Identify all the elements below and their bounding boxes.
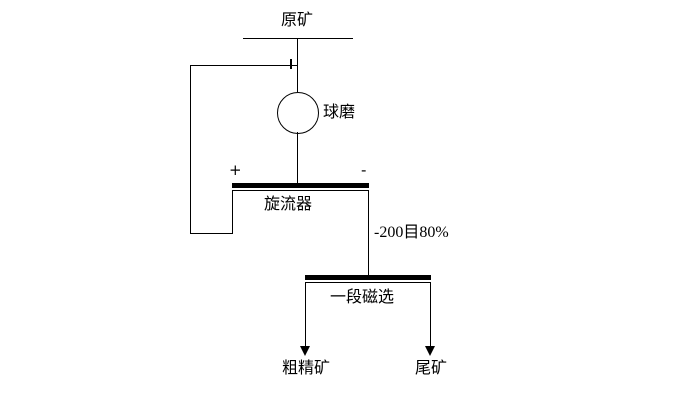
coarse-concentrate-label: 粗精矿 [281, 360, 330, 377]
raw-ore-label: 原矿 [280, 12, 313, 29]
mill-discharge-line [297, 132, 298, 184]
junction-tick [290, 59, 292, 69]
tailings-label: 尾矿 [414, 360, 447, 377]
recycle-line-bottom [190, 233, 233, 234]
ball-mill-symbol [277, 92, 319, 134]
concentrate-line [305, 283, 306, 347]
recycle-line-riser [232, 191, 233, 234]
magnetic-separator-symbol-bar [305, 275, 431, 280]
cyclone-underflow-sign: + [229, 161, 242, 179]
tailings-arrow-icon [425, 346, 435, 356]
cyclone-label: 旋流器 [264, 196, 313, 213]
recycle-line-top [190, 65, 298, 66]
concentrate-arrow-icon [300, 346, 310, 356]
ball-mill-label: 球磨 [323, 104, 356, 121]
cyclone-symbol-bar [232, 183, 369, 188]
tailings-line [430, 283, 431, 347]
magnetic-separator-symbol-underline [305, 282, 431, 283]
cyclone-overflow-sign: - [361, 161, 367, 179]
overflow-line [368, 191, 369, 276]
cyclone-symbol-underline [232, 190, 369, 191]
magnetic-separation-label: 一段磁选 [330, 289, 395, 306]
feed-source-line [243, 38, 353, 39]
recycle-line-left [190, 65, 191, 234]
fineness-annotation: -200目80% [374, 224, 449, 241]
